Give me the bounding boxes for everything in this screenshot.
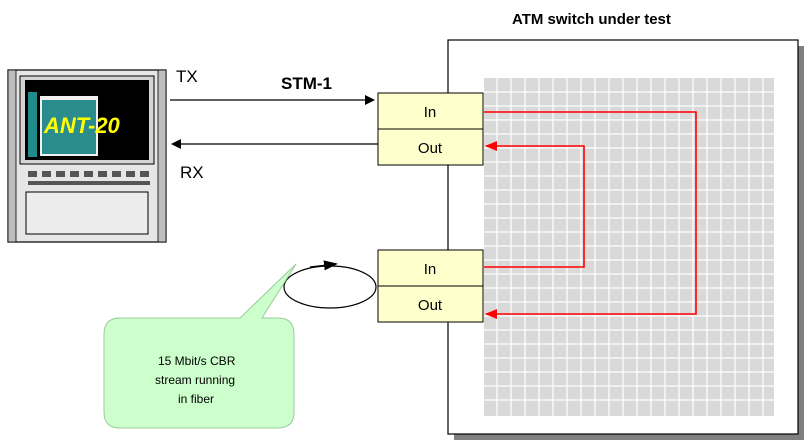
port-top-in-label: In [424,104,437,121]
port-bottom-in-label: In [424,261,437,278]
callout-line-1: 15 Mbit/s CBR [158,354,236,368]
callout-line-3: in fiber [178,392,214,406]
switch-title: ATM switch under test [512,11,671,28]
fiber-loop-arrow [309,260,338,271]
port-bottom-out [377,285,484,323]
port-group-top: In Out [377,92,484,166]
port-top-out [377,128,484,166]
device-drawer [25,191,149,235]
callout-bubble: 15 Mbit/s CBR stream running in fiber [103,263,297,429]
switch-routes [484,111,697,319]
port-top-in [377,92,484,130]
callout-line-2: stream running [155,373,235,387]
port-top-out-label: Out [418,140,443,157]
port-group-bottom: In Out [377,249,484,323]
link-label: STM-1 [281,74,332,93]
rx-label: RX [180,163,204,182]
port-bottom-out-label: Out [418,297,443,314]
device-keypad [28,171,149,177]
route-bottom-in-to-top-out [484,141,585,268]
tx-label: TX [176,67,198,86]
port-bottom-in [377,249,484,287]
route-top-in-to-bottom-out [484,111,697,319]
switch-fabric-grid [484,78,774,416]
fiber-loop [283,265,377,309]
device-name: ANT-20 [43,113,121,138]
ant20-device: ANT-20 [7,69,167,243]
